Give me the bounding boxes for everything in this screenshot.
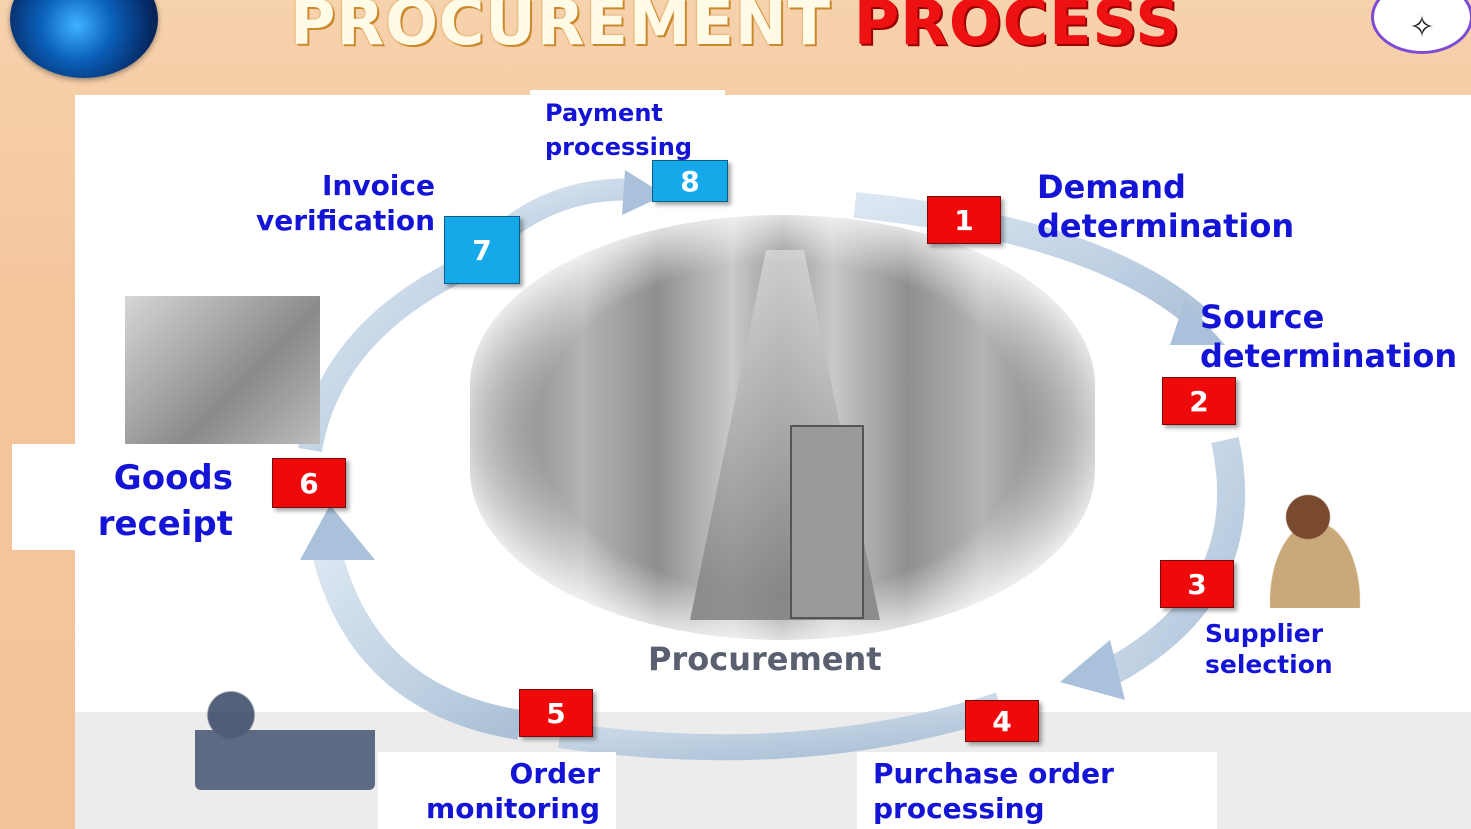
step-2-line-1: Source [1200, 298, 1325, 336]
step-5-line-2: monitoring [426, 792, 600, 825]
goods-receipt-photo [125, 296, 320, 444]
step-8-line-1: Payment [545, 99, 663, 127]
warehouse-cart [790, 425, 864, 619]
page-title: PROCUREMENT PROCESS [0, 0, 1471, 59]
step-4-badge: 4 [965, 700, 1039, 742]
step-3-line-2: selection [1205, 650, 1333, 679]
title-part-2: PROCESS [853, 0, 1181, 59]
step-5-label: Order monitoring [405, 756, 600, 826]
label-backing-5 [378, 752, 616, 829]
step-1-label: Demand determination [1037, 168, 1294, 246]
step-2-label: Source determination [1200, 298, 1457, 376]
step-1-badge: 1 [927, 196, 1001, 244]
title-part-1: PROCUREMENT [290, 0, 832, 59]
arrow-2-4-head [1060, 640, 1125, 700]
step-6-line-2: receipt [97, 504, 233, 544]
arrow-5-6 [310, 541, 523, 740]
step-5-line-1: Order [509, 757, 600, 790]
step-7-line-1: Invoice [321, 169, 435, 202]
order-monitoring-photo [195, 690, 375, 790]
step-3-badge: 3 [1160, 560, 1234, 608]
supplier-photo [1245, 478, 1385, 608]
step-7-badge: 7 [444, 216, 520, 284]
step-4-label: Purchase order processing [873, 756, 1114, 826]
step-1-line-2: determination [1037, 207, 1295, 245]
center-label: Procurement [648, 640, 882, 678]
step-5-badge: 5 [519, 689, 593, 737]
step-3-label: Supplier selection [1205, 618, 1333, 680]
arrow-7-8-head [622, 170, 665, 215]
arrow-7-8 [492, 178, 641, 244]
step-1-line-1: Demand [1037, 168, 1186, 206]
step-6-badge: 6 [272, 458, 346, 508]
step-8-badge: 8 [652, 160, 728, 202]
step-4-line-1: Purchase order [873, 757, 1114, 790]
step-3-line-1: Supplier [1205, 619, 1324, 648]
label-backing-4 [857, 752, 1217, 829]
step-6-label: Goods receipt [88, 455, 233, 547]
arrow-5-6-head [300, 505, 375, 560]
step-4-line-2: processing [873, 792, 1045, 825]
step-2-badge: 2 [1162, 377, 1236, 425]
step-7-line-2: verification [255, 204, 435, 237]
label-backing-8 [530, 90, 725, 160]
step-2-line-2: determination [1200, 337, 1458, 375]
label-backing-6 [12, 444, 267, 550]
step-7-label: Invoice verification [240, 168, 435, 238]
sparkle-icon: ✧ [1409, 9, 1435, 45]
arrow-4-5 [558, 692, 1005, 761]
step-8-line-2: processing [545, 133, 693, 161]
arrow-6-7 [298, 254, 476, 453]
arrow-1-2 [853, 192, 1209, 330]
arrow-1-2-head [1170, 300, 1225, 345]
step-8-label: Payment processing [545, 96, 692, 164]
step-6-line-1: Goods [113, 458, 233, 498]
